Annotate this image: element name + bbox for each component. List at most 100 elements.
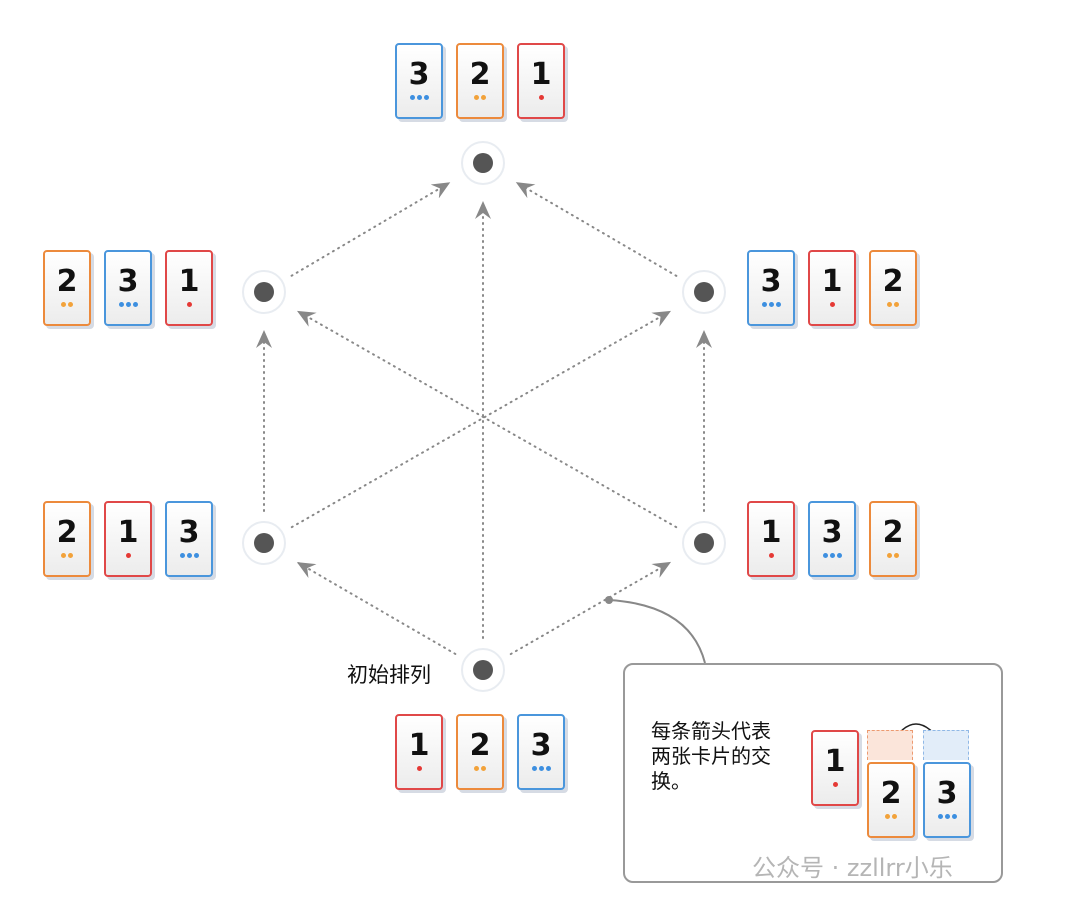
card-number: 2 [469, 728, 491, 763]
pip-dot [132, 302, 138, 307]
card-number: 1 [178, 264, 200, 299]
pip-dot [531, 766, 537, 771]
callout-leader-line [608, 599, 706, 664]
pip-dot [894, 553, 899, 558]
card-pips [871, 298, 915, 308]
card-pips [167, 549, 211, 559]
card-number: 2 [880, 776, 902, 811]
card-pips [458, 762, 502, 772]
pip-dot [186, 302, 192, 307]
swap-arrow-upper-right-to-top [515, 182, 678, 277]
card-number: 1 [117, 515, 139, 550]
legend-ghost-slot-3 [923, 730, 969, 760]
card-2: 2 [869, 501, 917, 577]
pip-dot [822, 553, 828, 558]
pip-dot [481, 766, 486, 771]
card-number: 2 [882, 515, 904, 550]
card-2: 2 [456, 43, 504, 119]
card-2: 2 [867, 762, 915, 838]
card-3: 3 [395, 43, 443, 119]
pip-dot [829, 553, 835, 558]
card-pips [810, 549, 854, 559]
card-pips [167, 298, 211, 308]
pip-dot [937, 814, 943, 819]
node-lower-left [242, 521, 286, 565]
card-number: 1 [760, 515, 782, 550]
pip-dot [545, 766, 551, 771]
card-1: 1 [811, 730, 859, 806]
pip-dot [61, 553, 66, 558]
pip-dot [887, 302, 892, 307]
card-1: 1 [395, 714, 443, 790]
card-number: 1 [530, 57, 552, 92]
legend-ghost-slot-2 [867, 730, 913, 760]
card-3: 3 [517, 714, 565, 790]
card-pips [871, 549, 915, 559]
legend-callout: 每条箭头代表两张卡片的交换。 [623, 663, 1003, 883]
pip-dot [68, 302, 73, 307]
card-1: 1 [517, 43, 565, 119]
pip-dot [829, 302, 835, 307]
pip-dot [894, 302, 899, 307]
card-pips [458, 91, 502, 101]
pip-dot [768, 302, 774, 307]
pip-dot [832, 782, 838, 787]
card-number: 3 [117, 264, 139, 299]
watermark: 公众号 · zzllrr小乐 [752, 854, 953, 882]
pip-dot [944, 814, 950, 819]
swap-arrow-upper-left-to-top [290, 182, 451, 277]
swap-arrow-lower-right-to-upper-left [297, 310, 678, 529]
card-number: 1 [408, 728, 430, 763]
card-2: 2 [456, 714, 504, 790]
card-number: 2 [882, 264, 904, 299]
card-number: 3 [760, 264, 782, 299]
card-number: 3 [530, 728, 552, 763]
pip-dot [887, 553, 892, 558]
card-number: 1 [824, 744, 846, 779]
card-pips [749, 298, 793, 308]
card-number: 3 [936, 776, 958, 811]
pip-dot [836, 553, 842, 558]
card-3: 3 [923, 762, 971, 838]
pip-dot [951, 814, 957, 819]
card-number: 2 [469, 57, 491, 92]
card-3: 3 [747, 250, 795, 326]
card-1: 1 [165, 250, 213, 326]
swap-arrow-bottom-to-lower-left [296, 562, 457, 655]
node-lower-right [682, 521, 726, 565]
card-number: 3 [408, 57, 430, 92]
card-pips [869, 810, 913, 820]
pip-dot [474, 95, 479, 100]
card-2: 2 [43, 501, 91, 577]
pip-dot [125, 553, 131, 558]
node-top [461, 141, 505, 185]
card-pips [813, 778, 857, 788]
pip-dot [68, 553, 73, 558]
card-1: 1 [104, 501, 152, 577]
pip-dot [538, 95, 544, 100]
swap-arrow-bottom-to-lower-right [509, 561, 672, 656]
card-pips [106, 549, 150, 559]
pip-dot [179, 553, 185, 558]
pip-dot [761, 302, 767, 307]
card-number: 3 [178, 515, 200, 550]
swap-arrow-lower-left-to-upper-right [290, 310, 671, 529]
card-2: 2 [43, 250, 91, 326]
card-1: 1 [808, 250, 856, 326]
card-pips [397, 91, 441, 101]
pip-dot [892, 814, 897, 819]
pip-dot [125, 302, 131, 307]
pip-dot [474, 766, 479, 771]
pip-dot [61, 302, 66, 307]
pip-dot [186, 553, 192, 558]
card-pips [45, 298, 89, 308]
card-pips [397, 762, 441, 772]
card-pips [925, 810, 969, 820]
pip-dot [423, 95, 429, 100]
pip-dot [775, 302, 781, 307]
card-3: 3 [165, 501, 213, 577]
card-3: 3 [808, 501, 856, 577]
card-2: 2 [869, 250, 917, 326]
legend-text: 每条箭头代表两张卡片的交换。 [651, 719, 771, 793]
